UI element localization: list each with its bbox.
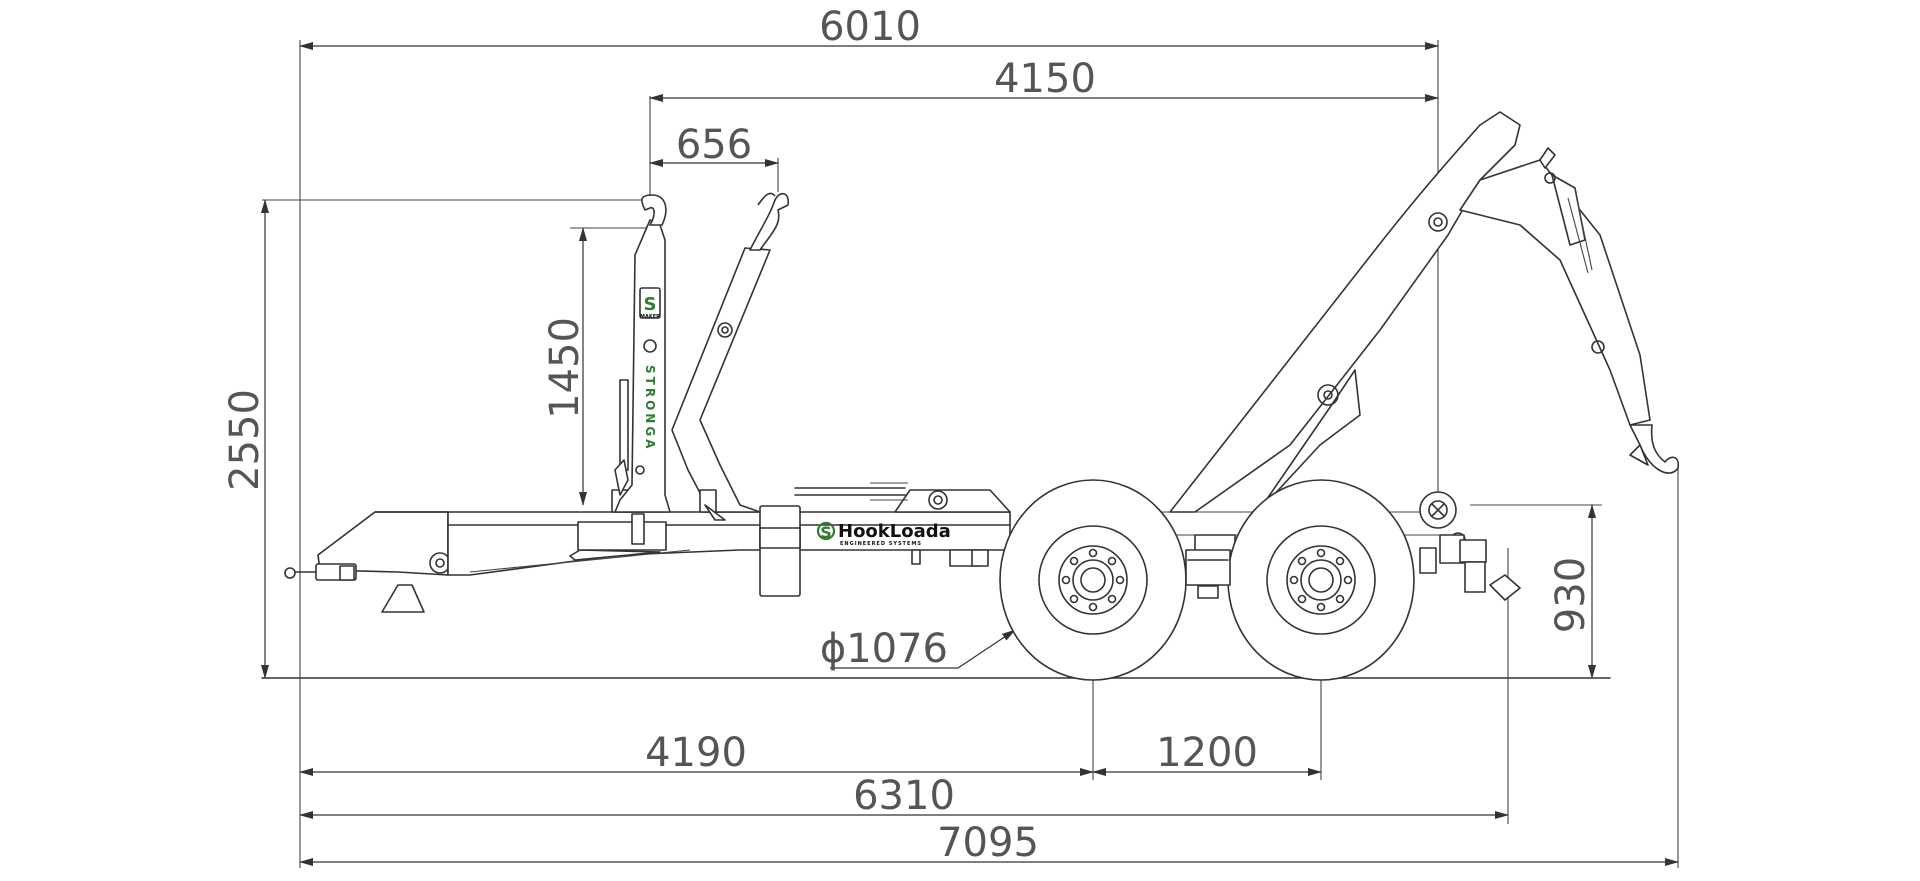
dimension-wheel-diameter: ϕ1076: [820, 626, 1016, 672]
rear-wheel-bolts: [1289, 548, 1353, 612]
arm-logo-badge: [639, 287, 661, 319]
rear-end: [1419, 491, 1521, 601]
arm-pivot: [1317, 384, 1339, 406]
dimension-1200: 1200: [1092, 730, 1322, 776]
lifting-arm: [1169, 111, 1680, 513]
dimension-930: 930: [1548, 504, 1596, 679]
chassis-hood: [794, 482, 1011, 513]
dimension-1450: 1450: [542, 227, 588, 506]
wheel-rear: [1227, 479, 1415, 681]
dimension-7095: 7095: [299, 820, 1679, 866]
chassis-frame: [374, 489, 1440, 597]
rear-hook: [1629, 424, 1680, 474]
drawbar: [284, 511, 451, 613]
logo-subtext: ENGINEERED SYSTEMS: [840, 541, 922, 547]
front-hook: [641, 194, 667, 226]
suspension: [1185, 549, 1231, 599]
dimension-656: 656: [649, 122, 779, 168]
dim-label-2550: 2550: [222, 389, 268, 491]
arm-badge-text: MAKER: [640, 314, 660, 320]
wheel-front: [999, 479, 1187, 681]
dimension-4150: 4150: [649, 56, 1439, 102]
support-leg: [381, 584, 425, 613]
hookloada-logo: S HookLoada ENGINEERED SYSTEMS: [816, 521, 951, 547]
dimension-6010: 6010: [299, 4, 1439, 50]
dim-label-7095: 7095: [937, 820, 1039, 866]
dim-label-wheel-diameter: ϕ1076: [820, 626, 948, 672]
dimension-6310: 6310: [299, 773, 1509, 819]
dim-label-930: 930: [1548, 557, 1594, 633]
dim-label-656: 656: [676, 122, 752, 168]
hook-cylinder: [671, 192, 790, 521]
logo-icon: S: [820, 523, 832, 542]
dimension-4190: 4190: [299, 730, 1094, 776]
mudguard-bracket: [759, 505, 801, 597]
hood-pivot: [928, 490, 948, 510]
arm-label: STRONGA: [643, 365, 657, 451]
dim-label-6010: 6010: [819, 4, 921, 50]
extension-lines: [262, 40, 1679, 868]
dim-label-1450: 1450: [542, 317, 588, 419]
dimension-2550: 2550: [222, 199, 269, 679]
dim-label-4150: 4150: [994, 56, 1096, 102]
dim-label-1200: 1200: [1156, 730, 1258, 776]
hook-arm-front: S MAKER STRONGA: [614, 194, 671, 513]
logo-text: HookLoada: [838, 521, 951, 542]
front-wheel-bolts: [1061, 548, 1125, 612]
dim-label-6310: 6310: [853, 773, 955, 819]
svg-text:S: S: [644, 294, 657, 315]
dim-label-4190: 4190: [645, 730, 747, 776]
